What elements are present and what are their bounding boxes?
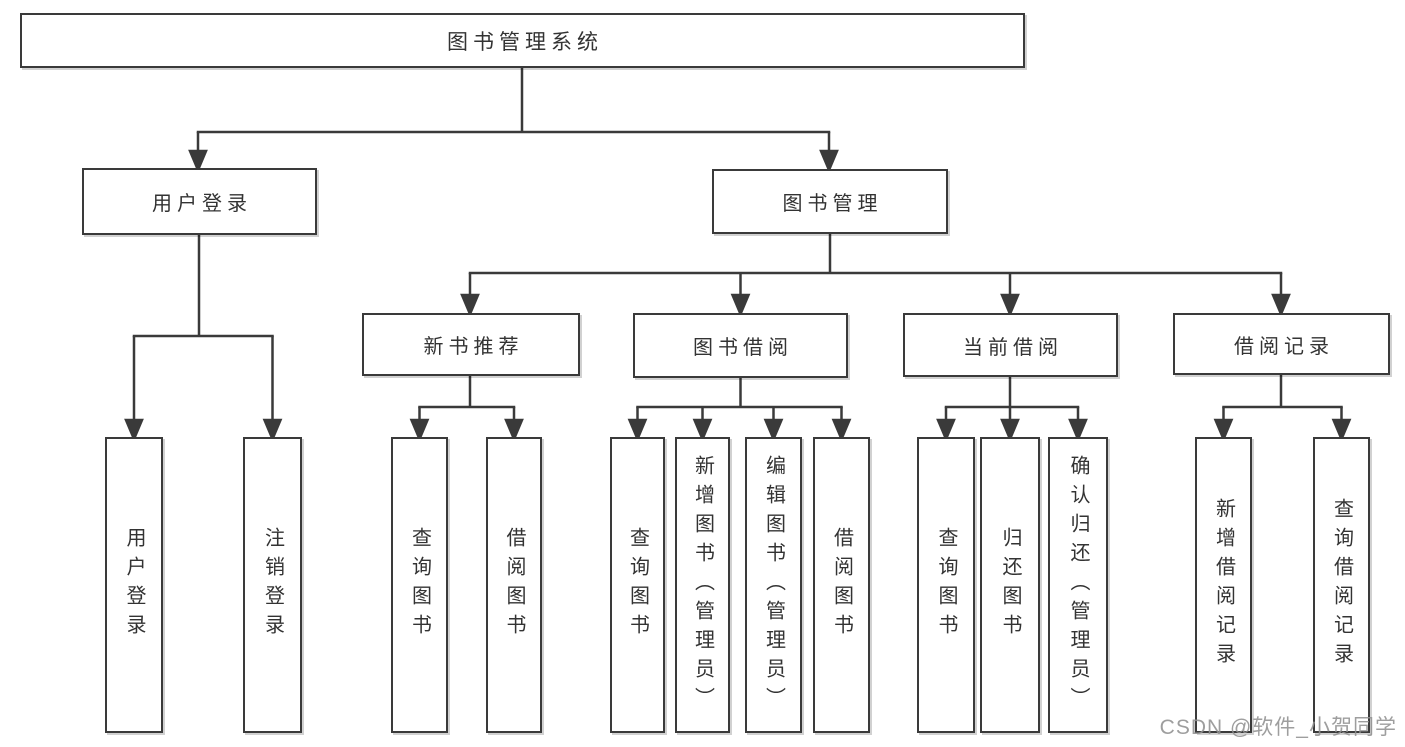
node-book-management: 图书管理 (712, 169, 948, 234)
leaf-borrow-book-label: 借阅图书 (830, 527, 853, 643)
leaf-query-book-recommend-label: 查询图书 (408, 527, 431, 643)
leaf-query-book-recommend: 查询图书 (391, 437, 448, 733)
node-current-borrow: 当前借阅 (903, 313, 1118, 377)
leaf-logout: 注销登录 (243, 437, 302, 733)
node-user-login: 用户登录 (82, 168, 317, 235)
csdn-watermark: CSDN @软件_小贺同学 (1159, 716, 1397, 739)
node-current-borrow-label: 当前借阅 (963, 336, 1063, 359)
leaf-user-login: 用户登录 (105, 437, 163, 733)
leaf-confirm-return-admin-label: 确认归还（管理员） (1067, 454, 1089, 716)
leaf-add-book-admin: 新增图书（管理员） (675, 437, 730, 733)
node-borrow-records-label: 借阅记录 (1234, 335, 1334, 358)
leaf-query-book-borrow-label: 查询图书 (626, 527, 649, 643)
leaf-query-book-current: 查询图书 (917, 437, 975, 733)
leaf-query-book-borrow: 查询图书 (610, 437, 665, 733)
leaf-edit-book-admin-label: 编辑图书（管理员） (762, 454, 785, 716)
node-book-borrow-label: 图书借阅 (693, 337, 793, 359)
node-book-borrow: 图书借阅 (633, 313, 848, 378)
leaf-add-borrow-record-label: 新增借阅记录 (1212, 498, 1235, 672)
leaf-add-book-admin-label: 新增图书（管理员） (691, 454, 714, 716)
node-user-login-label: 用户登录 (152, 193, 252, 215)
leaf-user-login-label: 用户登录 (123, 527, 145, 643)
leaf-borrow-book-recommend: 借阅图书 (486, 437, 542, 733)
node-book-management-label: 图书管理 (782, 193, 883, 215)
node-root-system: 图书管理系统 (20, 13, 1025, 68)
node-new-book-recommend-label: 新书推荐 (423, 336, 524, 358)
node-new-book-recommend: 新书推荐 (362, 313, 580, 376)
leaf-edit-book-admin: 编辑图书（管理员） (745, 437, 802, 733)
leaf-add-borrow-record: 新增借阅记录 (1195, 437, 1252, 733)
leaf-borrow-book-recommend-label: 借阅图书 (503, 527, 525, 643)
leaf-query-book-current-label: 查询图书 (935, 527, 957, 643)
leaf-logout-label: 注销登录 (261, 527, 284, 643)
leaf-confirm-return-admin: 确认归还（管理员） (1048, 437, 1108, 733)
leaf-query-borrow-record: 查询借阅记录 (1313, 437, 1370, 733)
node-borrow-records: 借阅记录 (1173, 313, 1390, 375)
leaf-borrow-book: 借阅图书 (813, 437, 870, 733)
leaf-return-book: 归还图书 (980, 437, 1040, 733)
leaf-return-book-label: 归还图书 (999, 527, 1021, 643)
node-root-label: 图书管理系统 (447, 30, 603, 54)
leaf-query-borrow-record-label: 查询借阅记录 (1330, 498, 1353, 672)
